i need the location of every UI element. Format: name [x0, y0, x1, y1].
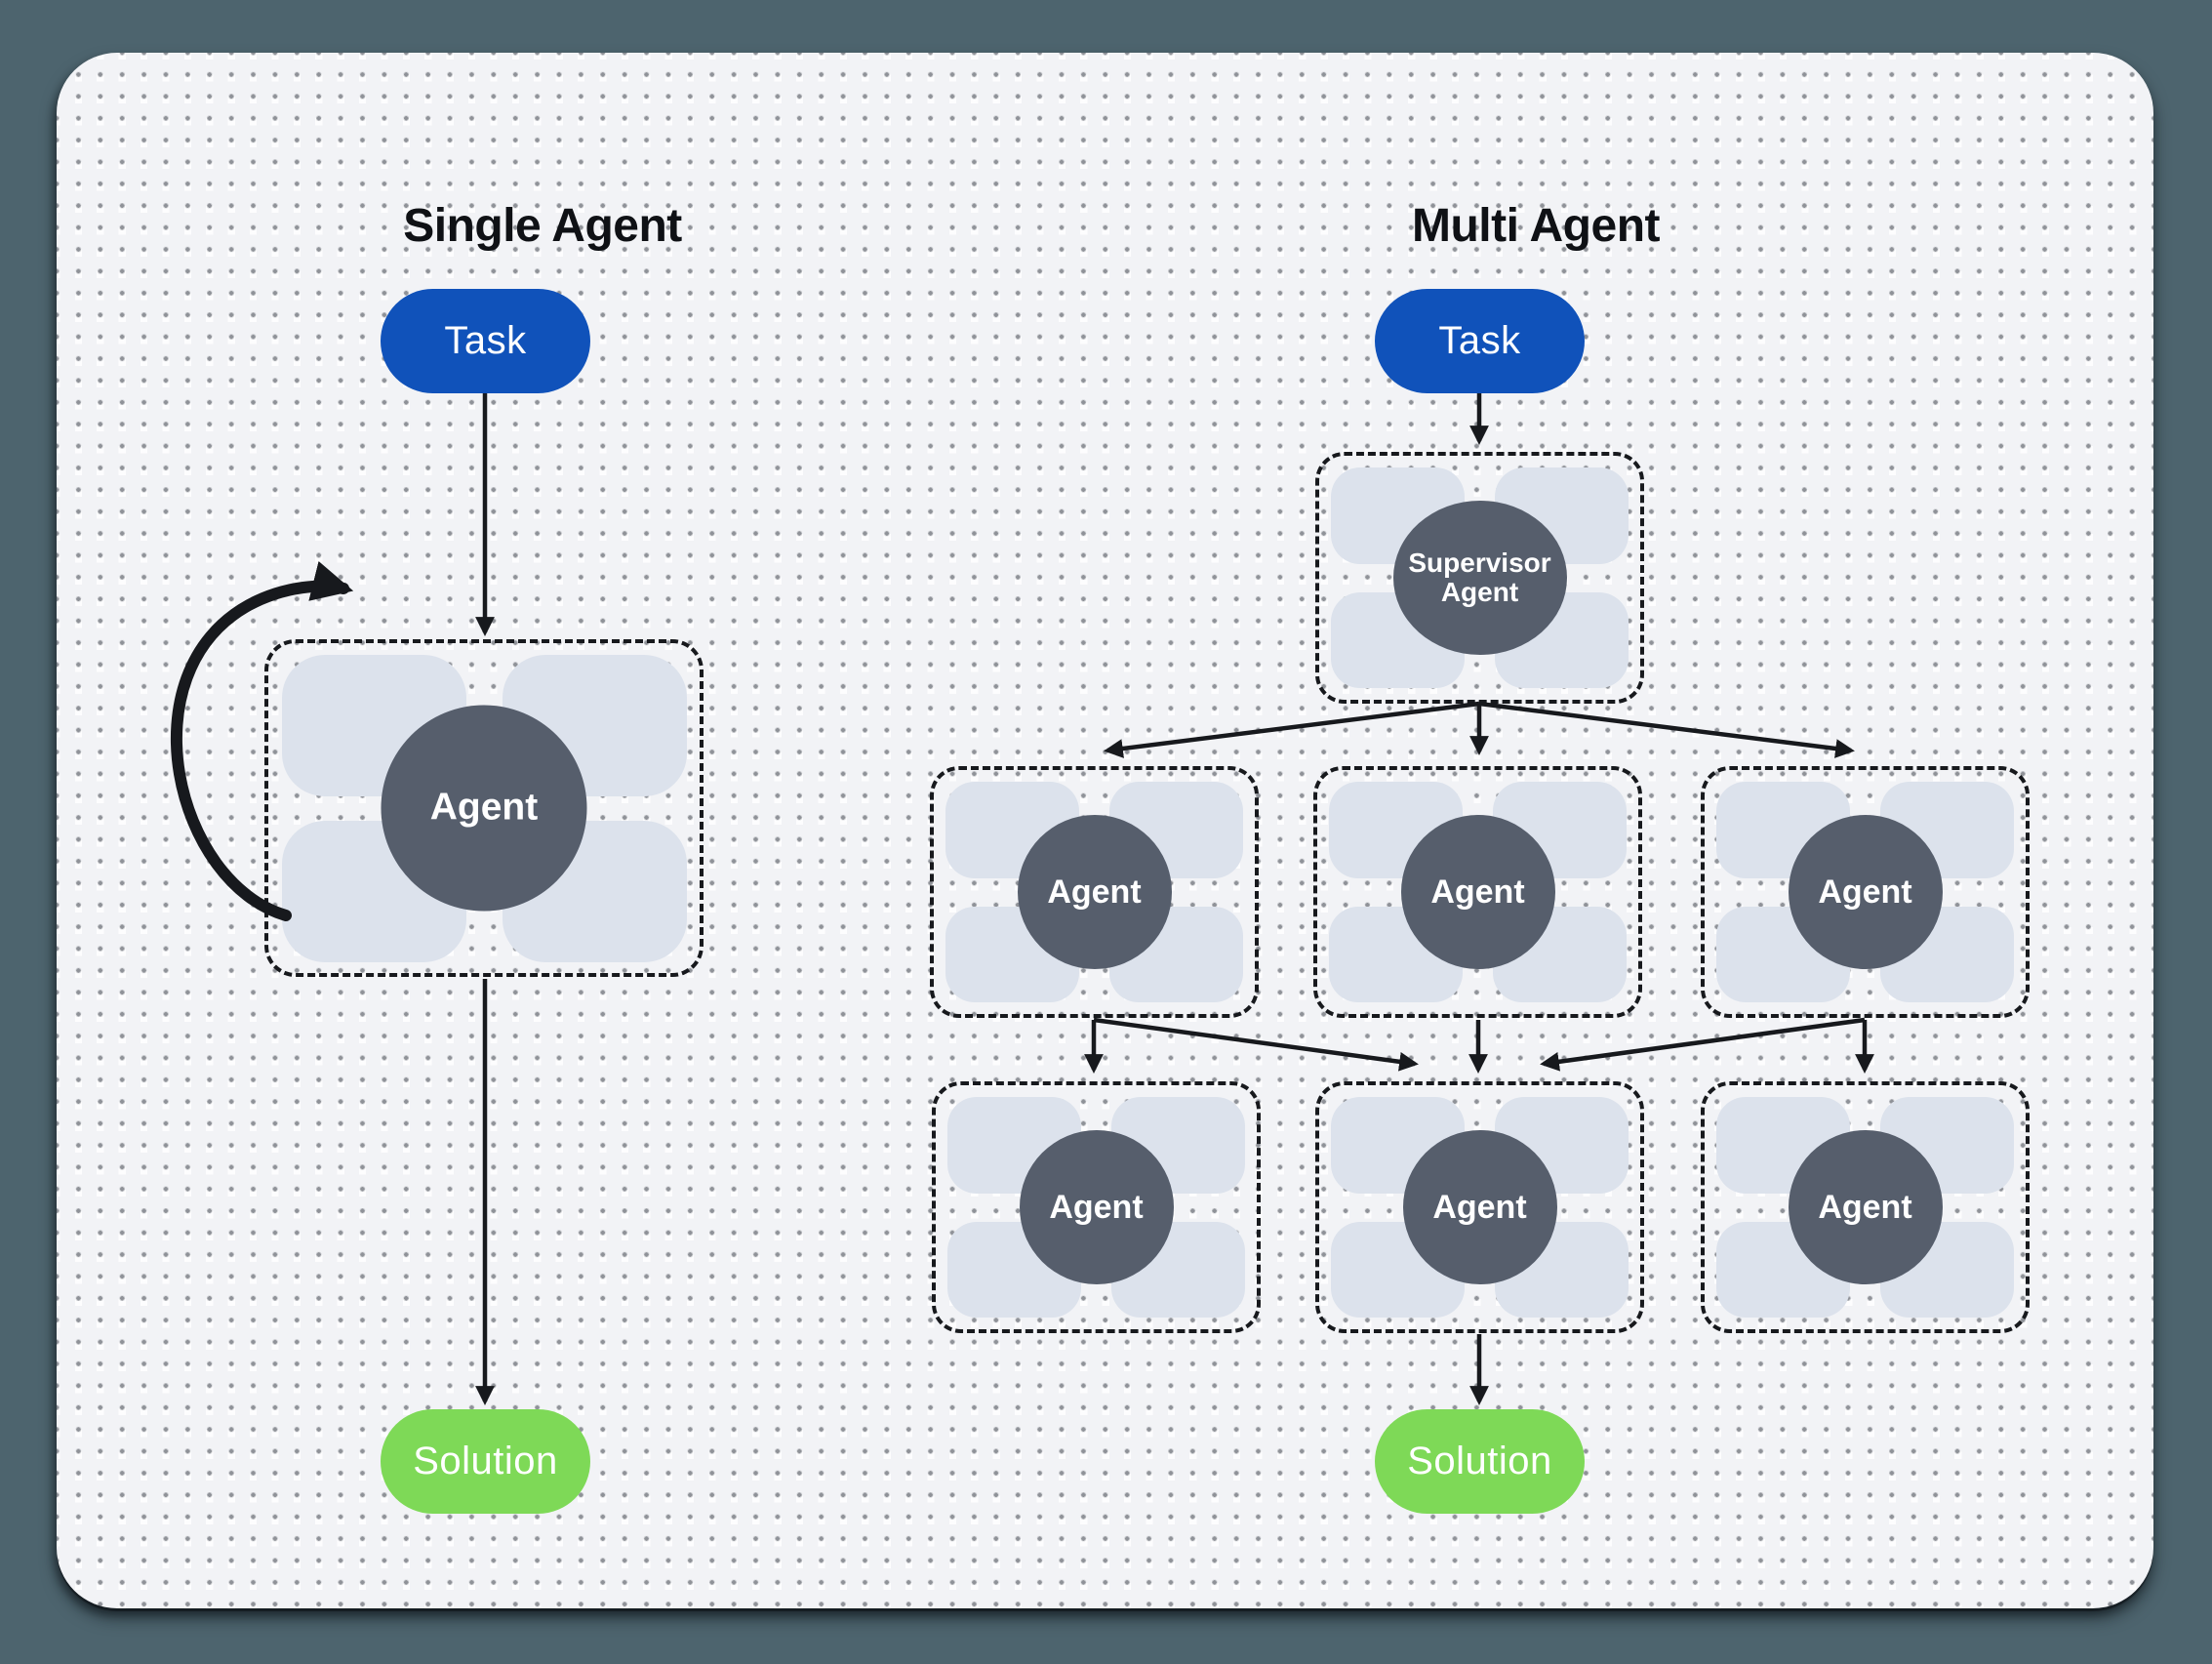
task-label-right: Task	[1438, 319, 1521, 362]
task-pill-right: Task	[1375, 289, 1585, 393]
single-agent-title: Single Agent	[403, 200, 682, 252]
solution-pill-right: Solution	[1375, 1409, 1585, 1514]
agent-circle: Agent	[1402, 1130, 1557, 1284]
agent-label: Agent	[1047, 873, 1142, 911]
agent-label: Agent	[1049, 1188, 1144, 1226]
agent-circle: Agent	[1017, 815, 1172, 969]
task-label-left: Task	[444, 319, 527, 362]
solution-pill-left: Solution	[381, 1409, 590, 1514]
agent-label: Agent	[429, 786, 539, 829]
agent-circle: Agent	[1788, 815, 1943, 969]
agent-label: Agent	[1430, 873, 1525, 911]
agent-circle: Agent	[1788, 1130, 1943, 1284]
agent-box-mid-left: Agent	[930, 766, 1259, 1018]
solution-label-left: Solution	[413, 1440, 558, 1482]
agent-box-mid-right: Agent	[1701, 766, 2030, 1018]
agent-box-bottom-left: Agent	[932, 1081, 1261, 1333]
agent-circle: Agent	[1019, 1130, 1174, 1284]
agent-label: Agent	[1818, 1188, 1912, 1226]
diagram-canvas: Single Agent Multi Agent Task Agent Solu…	[57, 53, 2153, 1608]
agent-box-bottom-center: Agent	[1315, 1081, 1644, 1333]
supervisor-label: Supervisor Agent	[1408, 547, 1551, 607]
agent-circle-single: Agent	[381, 705, 587, 912]
agent-label: Agent	[1818, 873, 1912, 911]
single-agent-box: Agent	[264, 639, 704, 977]
supervisor-agent-box: Supervisor Agent	[1315, 452, 1644, 704]
agent-box-bottom-right: Agent	[1701, 1081, 2030, 1333]
agent-box-mid-center: Agent	[1313, 766, 1642, 1018]
agent-label: Agent	[1432, 1188, 1527, 1226]
multi-agent-title: Multi Agent	[1412, 200, 1661, 252]
task-pill-left: Task	[381, 289, 590, 393]
agent-circle: Agent	[1400, 815, 1555, 969]
solution-label-right: Solution	[1407, 1440, 1552, 1482]
supervisor-circle: Supervisor Agent	[1392, 501, 1567, 655]
